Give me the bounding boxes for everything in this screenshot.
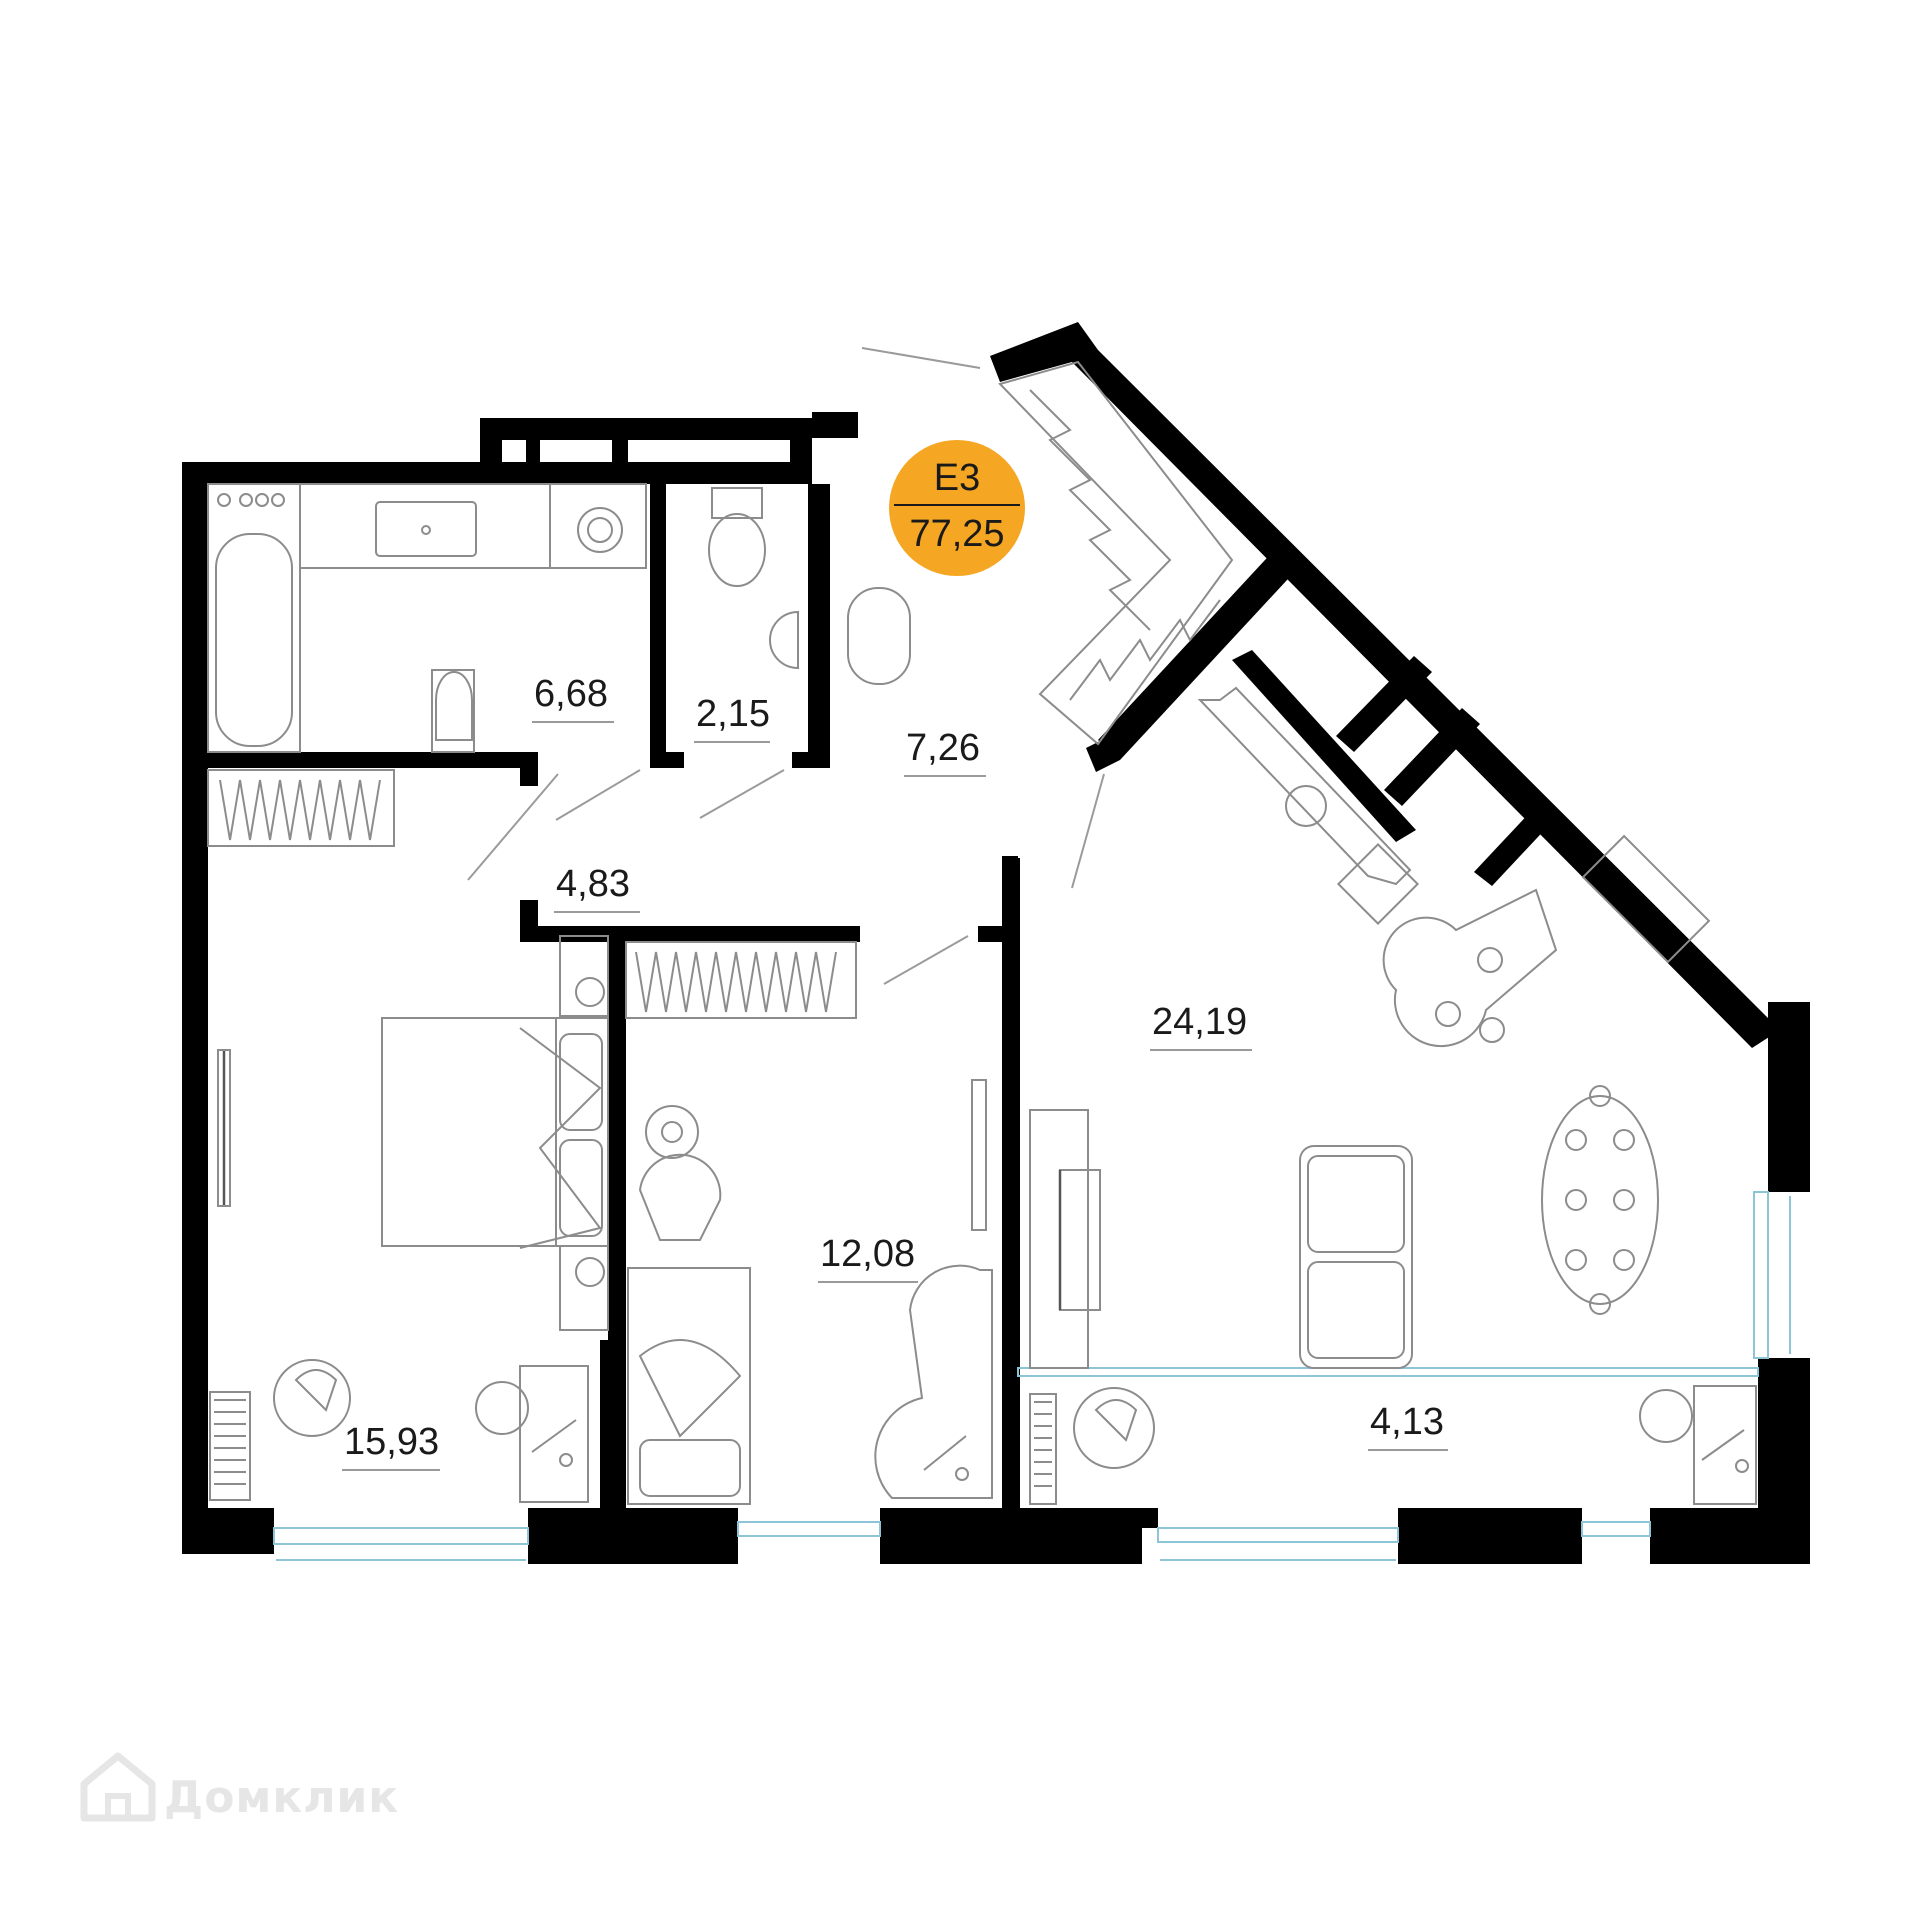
area-label-bedroom-second: 12,08 [820, 1233, 915, 1275]
area-label-balcony: 4,13 [1370, 1401, 1444, 1443]
watermark: Домклик [80, 1752, 399, 1823]
area-label-toilet: 2,15 [696, 693, 770, 735]
unit-badge: Е3 77,25 [889, 440, 1025, 576]
area-label-living-kitchen: 24,19 [1152, 1001, 1247, 1043]
area-labels: 6,68 2,15 7,26 4,83 15,93 12,08 24,19 4,… [342, 673, 1448, 1471]
house-icon [80, 1752, 156, 1822]
bedroom-second-furniture [627, 1079, 993, 1505]
area-label-corridor: 4,83 [556, 863, 630, 905]
door-swings [467, 347, 1105, 985]
unit-badge-circle [889, 440, 1025, 576]
walls [182, 322, 1810, 1564]
living-furniture [1029, 686, 1757, 1505]
area-label-bathroom: 6,68 [534, 673, 608, 715]
bedroom-main-furniture [209, 935, 609, 1503]
unit-badge-code: Е3 [934, 457, 980, 499]
bathroom-furniture [207, 483, 647, 753]
area-label-entrance-hall: 7,26 [906, 727, 980, 769]
unit-badge-total-area: 77,25 [909, 513, 1004, 555]
watermark-text: Домклик [164, 1772, 399, 1823]
toilet-furniture [708, 487, 911, 685]
wardrobes [207, 360, 1234, 1019]
area-label-bedroom-main: 15,93 [344, 1421, 439, 1463]
